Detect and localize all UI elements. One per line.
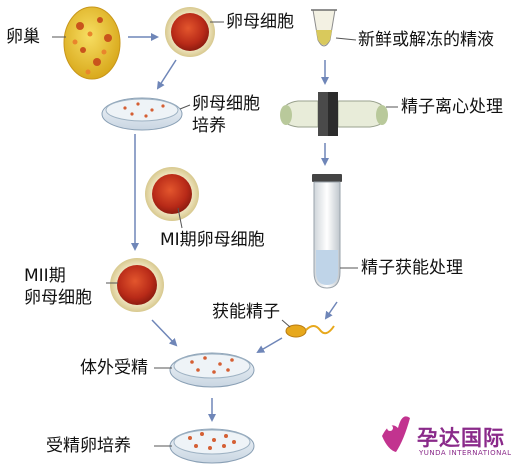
label-oocyte-culture-line2: 培养 <box>192 116 226 136</box>
flow-arrows <box>128 33 338 422</box>
label-mii-oocyte-line1: MII期 <box>24 266 66 286</box>
oocyte-illustration <box>165 7 215 57</box>
label-fertilized-culture: 受精卵培养 <box>46 436 131 456</box>
ivf-dish <box>169 352 255 388</box>
mi-oocyte-illustration <box>145 167 199 221</box>
arrow-sperm-to-ivf <box>256 337 283 354</box>
label-capacitated-sperm: 获能精子 <box>212 302 280 322</box>
label-centrifuge: 精子离心处理 <box>401 97 503 117</box>
label-oocyte: 卵母细胞 <box>226 12 294 32</box>
arrow-tube-to-sperm <box>324 301 338 320</box>
ovary-illustration <box>63 6 121 80</box>
label-capacitation: 精子获能处理 <box>361 258 463 278</box>
label-mi-oocyte: MI期卵母细胞 <box>160 230 265 250</box>
arrow-oocyte-to-culture <box>156 59 177 90</box>
label-oocyte-culture-line1: 卵母细胞 <box>192 94 260 114</box>
label-mii-oocyte: MII期 卵母细胞 <box>24 265 92 309</box>
label-mii-oocyte-line2: 卵母细胞 <box>24 288 92 308</box>
leader-lines <box>52 21 398 447</box>
capacitation-tube-illustration <box>312 174 342 289</box>
label-semen: 新鲜或解冻的精液 <box>358 30 494 50</box>
label-oocyte-culture: 卵母细胞 培养 <box>192 93 260 137</box>
logo-subtitle: YUNDA INTERNATIONAL <box>419 449 512 457</box>
centrifuge-illustration <box>280 92 388 136</box>
semen-tube-illustration <box>311 9 337 47</box>
mii-oocyte-illustration <box>110 258 164 312</box>
fertilized-culture-dish <box>169 428 255 464</box>
logo-text: 孕达国际 <box>417 426 505 450</box>
oocyte-culture-dish <box>101 97 183 131</box>
label-ovary: 卵巢 <box>6 27 40 47</box>
capacitated-sperm-illustration <box>285 324 335 338</box>
arrow-mii-to-ivf <box>151 319 178 347</box>
label-ivf: 体外受精 <box>80 358 148 378</box>
yunda-logo-mark <box>382 416 410 452</box>
